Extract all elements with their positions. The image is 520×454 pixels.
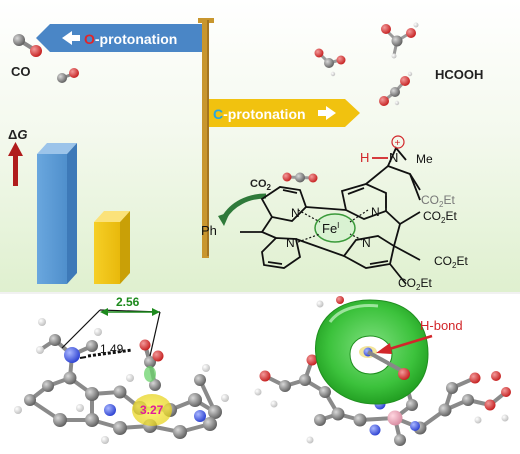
co-label: CO bbox=[11, 64, 31, 79]
hcooh-label: HCOOH bbox=[435, 67, 483, 82]
h-label: H bbox=[360, 150, 369, 165]
co-molecule-small bbox=[57, 68, 79, 83]
distance-2-56: 2.56 bbox=[116, 295, 140, 309]
c-protonation-bar bbox=[94, 211, 130, 284]
n-atom-2: N bbox=[371, 205, 380, 219]
hcooh-molecule-1 bbox=[381, 22, 419, 59]
distance-3-27: 3.27 bbox=[140, 403, 164, 417]
white-left-arrow-icon bbox=[62, 31, 80, 45]
ph-label: Ph bbox=[201, 223, 217, 238]
co2et-label-4: CO2Et bbox=[398, 276, 432, 292]
fe-n-bonds bbox=[297, 209, 369, 243]
hcooh-molecule-3 bbox=[379, 71, 413, 106]
co-molecule bbox=[13, 34, 42, 57]
n-atom-3: N bbox=[286, 236, 295, 250]
bottom-left-structure bbox=[14, 308, 229, 444]
me-label: Me bbox=[416, 152, 433, 166]
fe-center-highlight bbox=[314, 213, 356, 243]
porphyrin-structure bbox=[240, 146, 421, 285]
c-protonation-label: C-protonation bbox=[213, 106, 306, 122]
curved-green-arrow-head bbox=[218, 212, 230, 226]
positive-charge-icon bbox=[391, 135, 405, 149]
delta-g-up-arrow-icon bbox=[8, 142, 23, 186]
c-protonation-arrow bbox=[209, 99, 360, 127]
plus-sign: + bbox=[395, 138, 401, 149]
co2-label: CO2 bbox=[250, 178, 272, 192]
o-protonation-label: O-protonation bbox=[84, 31, 177, 47]
o-protonation-bar bbox=[37, 143, 77, 284]
barrier-wall bbox=[198, 18, 214, 258]
n-atom-4: N bbox=[362, 236, 371, 250]
n-plus-label: N bbox=[389, 150, 398, 165]
h-bond-pointer-arrow-icon bbox=[376, 334, 433, 354]
distance-1-49: 1.49 bbox=[100, 342, 124, 356]
hcooh-molecule-2 bbox=[314, 48, 346, 77]
co2et-label-3: CO2Et bbox=[434, 254, 468, 270]
h-bond-label: H-bond bbox=[420, 318, 463, 333]
co2et-label-2: CO2Et bbox=[423, 209, 457, 225]
o-protonation-arrow bbox=[36, 24, 205, 52]
n-atom-1: N bbox=[291, 206, 300, 220]
white-right-arrow-icon bbox=[318, 106, 336, 120]
co2et-label-1: CO2Et bbox=[421, 193, 455, 209]
bottom-right-structure bbox=[254, 296, 511, 446]
co2-molecule bbox=[282, 172, 318, 183]
fe-label: FeI bbox=[322, 221, 339, 236]
delta-g-label: ΔG bbox=[8, 127, 27, 142]
